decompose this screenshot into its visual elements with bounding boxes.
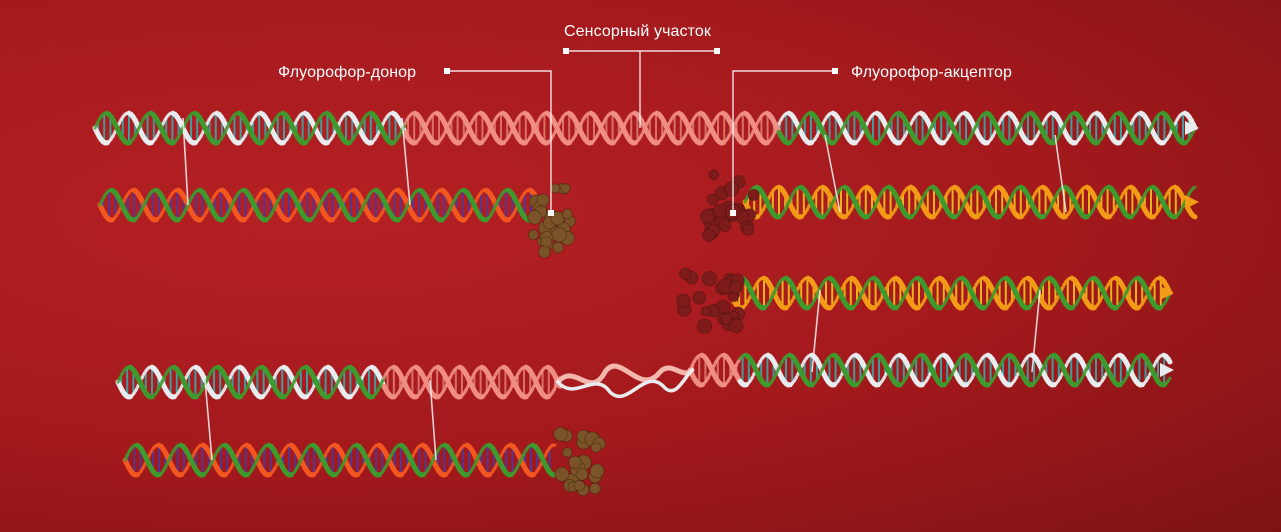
fluorophore-atom [590, 442, 602, 453]
strand-arrowhead [1160, 363, 1174, 377]
label-donor-fluorophore: Флуорофор-донор [278, 64, 417, 81]
fluorophore-atom [589, 482, 601, 495]
fluorophore-atom [527, 229, 539, 241]
fluorophore-atom [712, 203, 728, 219]
hybridization-link [824, 134, 841, 213]
fluorophore-atom [561, 208, 573, 220]
fluorophore-atom [702, 228, 716, 242]
label-sensor-region: Сенсорный участок [564, 23, 711, 40]
donor-leader-end [548, 210, 554, 216]
fluorophore-atom [747, 188, 760, 202]
sensor-disrupted-segment [555, 363, 695, 399]
fluorophore-atom [676, 293, 691, 308]
fluorophore-atom [706, 193, 719, 206]
hybridization-link [1031, 289, 1041, 373]
sensor-bracket-end-left [563, 48, 569, 54]
fluorophore-atom [554, 466, 570, 482]
fluorophore-atom [551, 227, 568, 243]
fluorophore-atom [553, 426, 568, 442]
donor-leader [447, 70, 552, 213]
fluorophore-atom [561, 447, 573, 458]
sensor-strand-top [92, 110, 1199, 146]
fluorophore-atom [692, 290, 707, 305]
strand-a [122, 442, 557, 478]
fluorophore-atom [589, 463, 605, 479]
fluorophore-atom [723, 181, 740, 197]
hybridization-link [429, 379, 437, 461]
fluorophore-atom [679, 267, 692, 280]
fluorophore-acceptor-bottom [676, 267, 746, 334]
strand-b [123, 442, 558, 478]
strand-arrowhead [1185, 195, 1199, 209]
strand-segment [556, 368, 694, 399]
fluorophore-donor-bottom [553, 426, 606, 497]
strand-b [116, 364, 562, 400]
hybridization-link [811, 289, 821, 373]
fluorophore-acceptor-top [699, 169, 760, 242]
strand-segment [1165, 356, 1173, 365]
strand-b [93, 110, 1197, 146]
strand-segment [1166, 376, 1172, 383]
fluorophore-atom [718, 218, 732, 233]
strand-arrowhead [1185, 121, 1199, 135]
fluorophore-atom [700, 305, 712, 317]
strand-segment [1191, 185, 1197, 190]
acceptor-leader-start [832, 68, 838, 74]
fluorophore-atom [549, 183, 561, 194]
fluorophore-atom [536, 193, 550, 207]
strand-a [742, 184, 1198, 220]
sensor-strand-bottom-left [115, 364, 563, 400]
fluorophore-atom [537, 245, 551, 259]
fluorophore-atom [728, 280, 743, 295]
fluorophore-donor-top [527, 182, 577, 259]
sensor-bracket-end-right [714, 48, 720, 54]
fluorophore-atom [552, 241, 564, 254]
fluorophore-atom [708, 169, 720, 180]
acceptor-probe-top [742, 184, 1199, 220]
acceptor-leader-end [730, 210, 736, 216]
strand-segment [1190, 213, 1198, 220]
strand-b [688, 352, 1172, 388]
acceptor-leader [732, 70, 835, 213]
fluorophore-atom [568, 455, 582, 470]
donor-probe-bottom [122, 442, 558, 478]
strand-b [743, 184, 1197, 220]
fluorophore-atom [742, 223, 755, 236]
donor-leader-start [444, 68, 450, 74]
dna-helices [92, 110, 1199, 478]
fluorophore-atom [720, 313, 733, 326]
fluorophore-atom [699, 208, 715, 224]
strand-b [98, 187, 537, 223]
fluorophore-atom [560, 183, 571, 194]
acceptor-probe-bottom [727, 275, 1174, 311]
fluorophores [527, 169, 760, 497]
hybridization-link [182, 117, 189, 206]
strand-segment [555, 363, 695, 386]
hybridization-link [204, 379, 213, 461]
hybridization-links [182, 117, 1067, 461]
fluorophore-atom [550, 210, 565, 226]
label-acceptor-fluorophore: Флуорофор-акцептор [851, 64, 1012, 81]
sensor-strand-bottom-right [687, 352, 1174, 388]
donor-probe-top [97, 187, 538, 223]
fluorophore-atom [573, 479, 586, 492]
fluorophore-atom [728, 318, 744, 334]
strand-arrowhead [1160, 286, 1174, 300]
fluorophore-atom [696, 318, 713, 334]
leader-lines [444, 48, 838, 216]
fluorophore-atom [527, 209, 543, 225]
hybridization-link [401, 117, 411, 206]
fluorophore-atom [575, 467, 589, 481]
strand-b [728, 275, 1172, 311]
hybridization-link [1054, 134, 1067, 213]
fluorophore-atom [701, 271, 718, 287]
